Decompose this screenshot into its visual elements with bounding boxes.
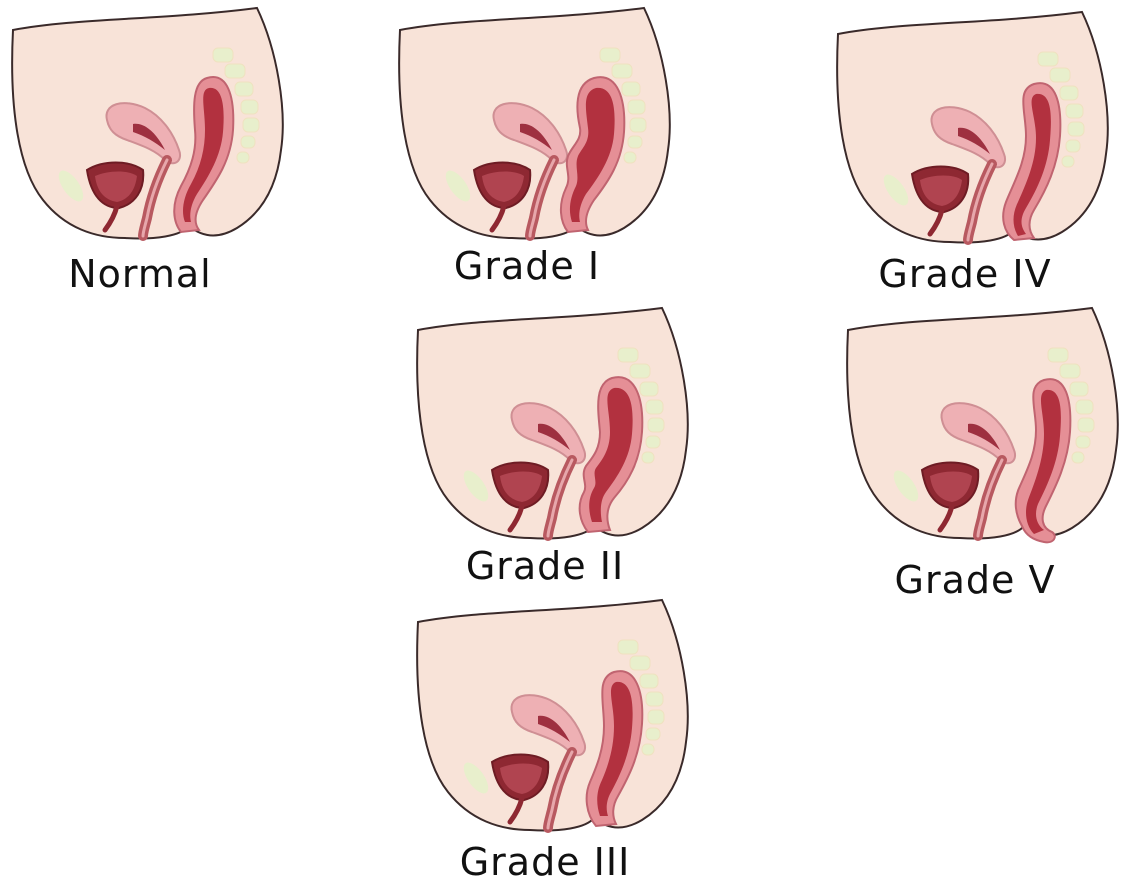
label-normal: Normal [0,252,285,296]
vertebra [1066,140,1080,152]
panel-normal: Normal [0,0,285,290]
panel-grade-5: Grade V [830,300,1120,590]
vertebra [630,364,650,378]
vertebra [628,136,642,148]
vertebra [646,400,663,414]
vertebra [1072,452,1084,463]
vertebra [1076,400,1093,414]
panel-grade-2: Grade II [400,300,690,590]
label-grade-4: Grade IV [820,252,1110,296]
pelvis-illustration-grade-1 [382,0,672,240]
vertebra [1050,68,1070,82]
vertebra [618,348,638,362]
vertebra [646,692,663,706]
vertebra [1076,436,1090,448]
vertebra [628,100,645,114]
vertebra [640,382,658,396]
vertebra [648,710,664,724]
pelvis-illustration-grade-5 [830,300,1120,540]
vertebra [243,118,259,132]
vertebra [1048,348,1068,362]
panel-grade-3: Grade III [400,592,690,882]
vertebra [241,100,258,114]
vertebra [640,674,658,688]
pelvis-illustration-grade-2 [400,300,690,540]
pelvis-illustration-normal [0,0,285,240]
vertebra [235,82,253,96]
vertebra [1060,86,1078,100]
label-grade-1: Grade I [382,244,672,288]
vertebra [1062,156,1074,167]
vertebra [1066,104,1083,118]
vertebra [642,744,654,755]
vertebra [213,48,233,62]
vertebra [1038,52,1058,66]
pelvis-illustration-grade-3 [400,592,690,832]
vertebra [600,48,620,62]
vertebra [618,640,638,654]
vertebra [1078,418,1094,432]
vertebra [630,118,646,132]
vertebra [612,64,632,78]
vertebra [241,136,255,148]
vertebra [646,436,660,448]
vertebra [237,152,249,163]
vertebra [648,418,664,432]
vertebra [630,656,650,670]
label-grade-2: Grade II [400,544,690,588]
panel-grade-1: Grade I [382,0,672,290]
panel-grade-4: Grade IV [820,4,1110,294]
vertebra [622,82,640,96]
vertebra [1068,122,1084,136]
vertebra [642,452,654,463]
pelvis-illustration-grade-4 [820,4,1110,244]
vertebra [646,728,660,740]
vertebra [1060,364,1080,378]
vertebra [624,152,636,163]
vertebra [225,64,245,78]
label-grade-5: Grade V [830,558,1120,602]
label-grade-3: Grade III [400,840,690,884]
vertebra [1070,382,1088,396]
